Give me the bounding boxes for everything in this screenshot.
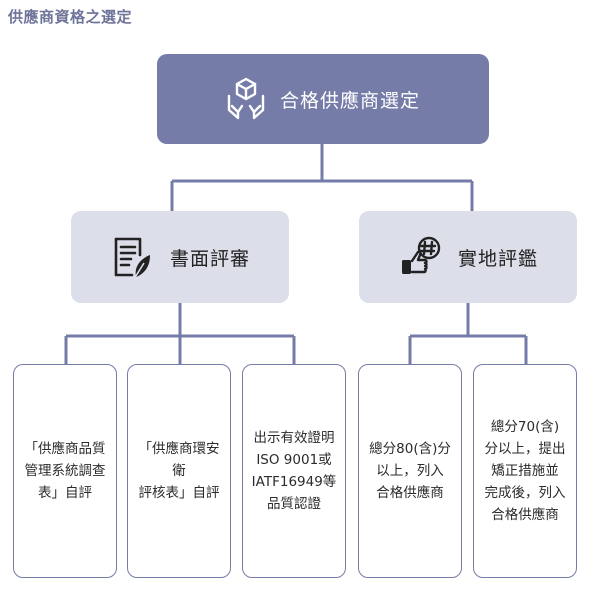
leaf-text: 總分80(含)分 以上，列入 合格供應商 <box>369 441 451 501</box>
leaf-ehs-evaluation: 「供應商環安衛 評核表」自評 <box>127 364 231 578</box>
root-node: 合格供應商選定 <box>157 54 489 144</box>
category-label: 實地評鑑 <box>457 247 538 270</box>
leaf-text: 「供應商環安衛 評核表」自評 <box>138 441 220 501</box>
thumbs-up-hashtag-icon <box>401 236 441 274</box>
category-onsite-audit: 實地評鑑 <box>359 211 577 303</box>
leaf-score-80: 總分80(含)分 以上，列入 合格供應商 <box>358 364 462 578</box>
hands-box-icon <box>227 77 265 120</box>
leaf-text: 「供應商品質 管理系統調查 表」自評 <box>24 441 106 501</box>
leaf-quality-survey: 「供應商品質 管理系統調查 表」自評 <box>13 364 117 578</box>
root-label: 合格供應商選定 <box>279 89 420 112</box>
category-label: 書面評審 <box>169 247 250 270</box>
leaf-score-70: 總分70(含) 分以上，提出 矯正措施並 完成後，列入 合格供應商 <box>473 364 577 578</box>
document-leaf-icon <box>114 237 150 279</box>
category-document-review: 書面評審 <box>71 211 289 303</box>
leaf-text: 出示有效證明 ISO 9001或 IATF16949等 品質認證 <box>251 430 337 512</box>
leaf-certification: 出示有效證明 ISO 9001或 IATF16949等 品質認證 <box>242 364 346 578</box>
page-title: 供應商資格之選定 <box>8 8 133 26</box>
leaf-text: 總分70(含) 分以上，提出 矯正措施並 完成後，列入 合格供應商 <box>484 419 566 523</box>
